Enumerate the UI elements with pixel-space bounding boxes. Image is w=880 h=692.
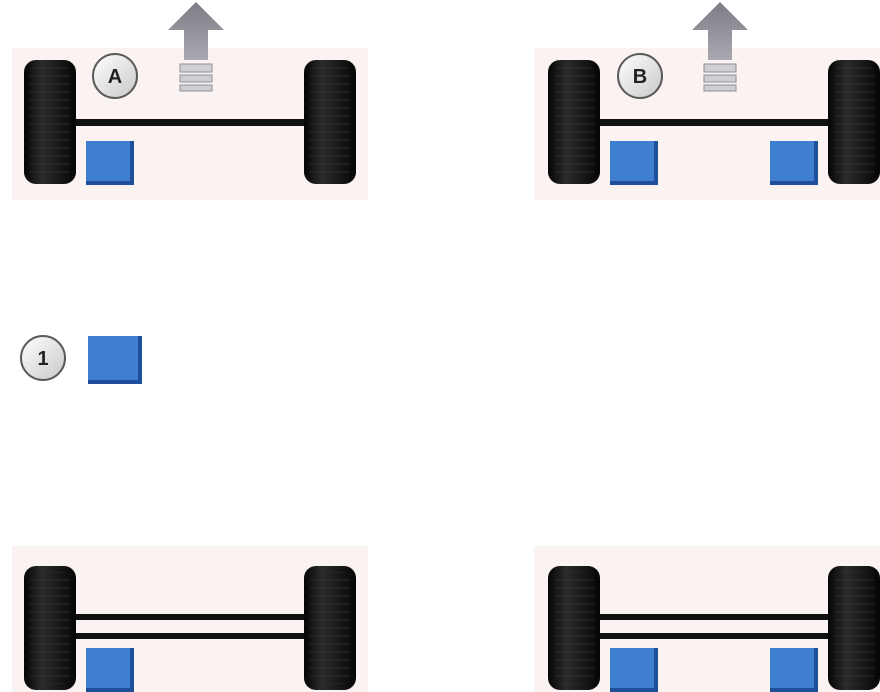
sensor-square-icon: [88, 336, 142, 384]
axle-bar-lower: [70, 633, 310, 639]
legend: 1: [20, 335, 142, 384]
sensor-square-icon: [610, 648, 658, 692]
sensor-square-icon: [610, 141, 658, 185]
arrow-up-icon: [168, 2, 224, 92]
axle-bar: [594, 119, 834, 126]
axle-bar-upper: [70, 614, 310, 620]
arrow-up-icon: [692, 2, 748, 92]
label-badge-b: B: [617, 53, 663, 99]
tire-icon: [828, 566, 880, 690]
axle-assembly-bottom-right: [534, 546, 880, 692]
legend-label: 1: [37, 348, 48, 370]
tire-icon: [24, 60, 76, 184]
axle-bar-upper: [594, 614, 834, 620]
tire-icon: [548, 566, 600, 690]
sensor-square-icon: [770, 648, 818, 692]
sensor-square-icon: [86, 141, 134, 185]
axle-bar-lower: [594, 633, 834, 639]
axle-assembly-a: A: [12, 2, 368, 200]
sensor-square-icon: [770, 141, 818, 185]
tire-icon: [828, 60, 880, 184]
tire-icon: [304, 60, 356, 184]
tire-icon: [548, 60, 600, 184]
label-a: A: [108, 66, 122, 88]
axle-bar: [70, 119, 310, 126]
axle-assembly-b: B: [534, 2, 880, 200]
sensor-square-icon: [86, 648, 134, 692]
label-badge-a: A: [92, 53, 138, 99]
tire-icon: [304, 566, 356, 690]
label-b: B: [633, 66, 647, 88]
axle-assembly-bottom-left: [12, 546, 368, 692]
label-badge-1: 1: [20, 335, 66, 381]
tire-icon: [24, 566, 76, 690]
